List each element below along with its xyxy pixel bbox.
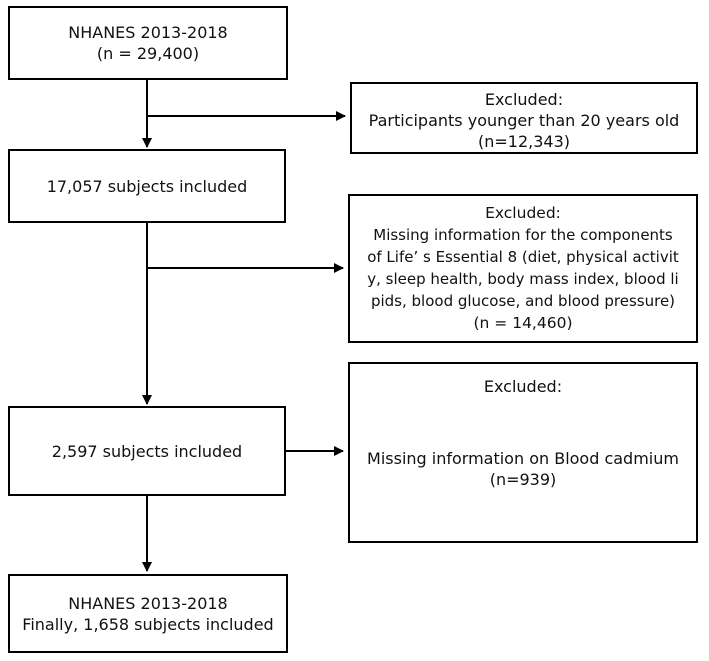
start-line-2: (n = 29,400) — [96, 44, 200, 63]
final-line-1: NHANES 2013-2018 — [68, 594, 228, 613]
box-step3: 2,597 subjects included — [8, 406, 286, 496]
excl2-line-3: of Life’ s Essential 8 (diet, physical a… — [367, 248, 679, 266]
box-excluded-2: Excluded: Missing information for the co… — [348, 194, 698, 343]
excl2-line-5: pids, blood glucose, and blood pressure) — [370, 292, 676, 310]
excl1-line-1: Excluded: — [484, 90, 564, 109]
final-line-2: Finally, 1,658 subjects included — [22, 615, 274, 634]
excl3-line-2: Missing information on Blood cadmium — [367, 449, 679, 468]
excl1-line-3: (n=12,343) — [477, 132, 570, 151]
box-excluded-3: Excluded: Missing information on Blood c… — [348, 362, 698, 543]
box-start: NHANES 2013-2018 (n = 29,400) — [8, 6, 288, 80]
excl2-line-6: (n = 14,460) — [473, 314, 573, 332]
box-final: NHANES 2013-2018 Finally, 1,658 subjects… — [8, 574, 288, 653]
box-excluded-1: Excluded: Participants younger than 20 y… — [350, 82, 698, 154]
start-line-1: NHANES 2013-2018 — [68, 23, 228, 42]
step2-line-1: 17,057 subjects included — [46, 177, 248, 196]
excl2-line-1: Excluded: — [485, 204, 561, 222]
excl2-line-4: y, sleep health, body mass index, blood … — [367, 270, 679, 288]
excl3-line-3: (n=939) — [489, 470, 557, 489]
excl2-line-2: Missing information for the components — [373, 226, 673, 244]
step3-line-1: 2,597 subjects included — [51, 442, 243, 461]
excl1-line-2: Participants younger than 20 years old — [368, 111, 680, 130]
excl3-line-1: Excluded: — [483, 377, 563, 396]
box-step2: 17,057 subjects included — [8, 149, 286, 223]
